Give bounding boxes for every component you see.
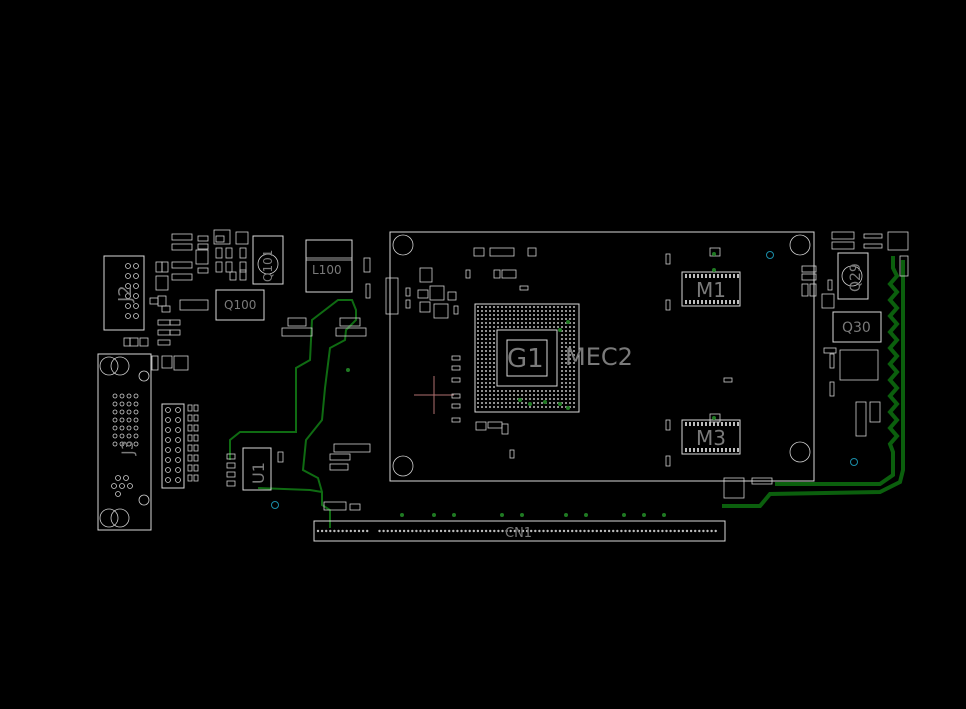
trace-right-serpentine [722,256,905,508]
q30-label: Q30 [842,320,871,336]
test-dot [346,368,350,372]
l100-inductor: L100 [305,239,353,293]
via-left [271,501,279,509]
q101-transistor: Q101 [252,235,284,285]
trace-left [229,299,357,528]
trace-u1 [257,487,323,493]
q100-label: Q100 [224,298,256,312]
j2-label: J2 [115,285,136,303]
cn1-connector: CN1 [313,513,726,542]
q29-label: Q29 [848,263,864,292]
left-pin-header [161,403,199,489]
l100-label: L100 [312,263,342,277]
mid-left-passives [281,317,371,511]
m1-label: M1 [696,278,726,302]
right-passives [723,231,909,499]
j3-label: J3 [118,440,137,456]
m3-label: M3 [696,426,726,450]
left-small-components [123,229,371,463]
mec2-label: MEC2 [565,343,633,371]
g1-label: G1 [507,344,544,374]
copper-traces [229,256,905,528]
mounting-holes [392,234,811,477]
origin-marker [414,376,454,414]
q100-transistor: Q100 [215,289,265,321]
j3-connector: J3 [97,353,152,531]
mec2-module: G1 MEC2 M1 M3 [385,231,817,482]
q29-transistor: Q29 [837,252,869,300]
j2-connector: J2 [103,255,145,331]
u1-label: U1 [249,462,268,484]
via-module-top [766,251,774,259]
q30-transistor: Q30 [832,311,882,343]
cn1-label: CN1 [505,526,532,541]
via-module-bottom [850,458,858,466]
u1-chip: U1 [226,447,272,491]
q101-label: Q101 [261,250,275,282]
